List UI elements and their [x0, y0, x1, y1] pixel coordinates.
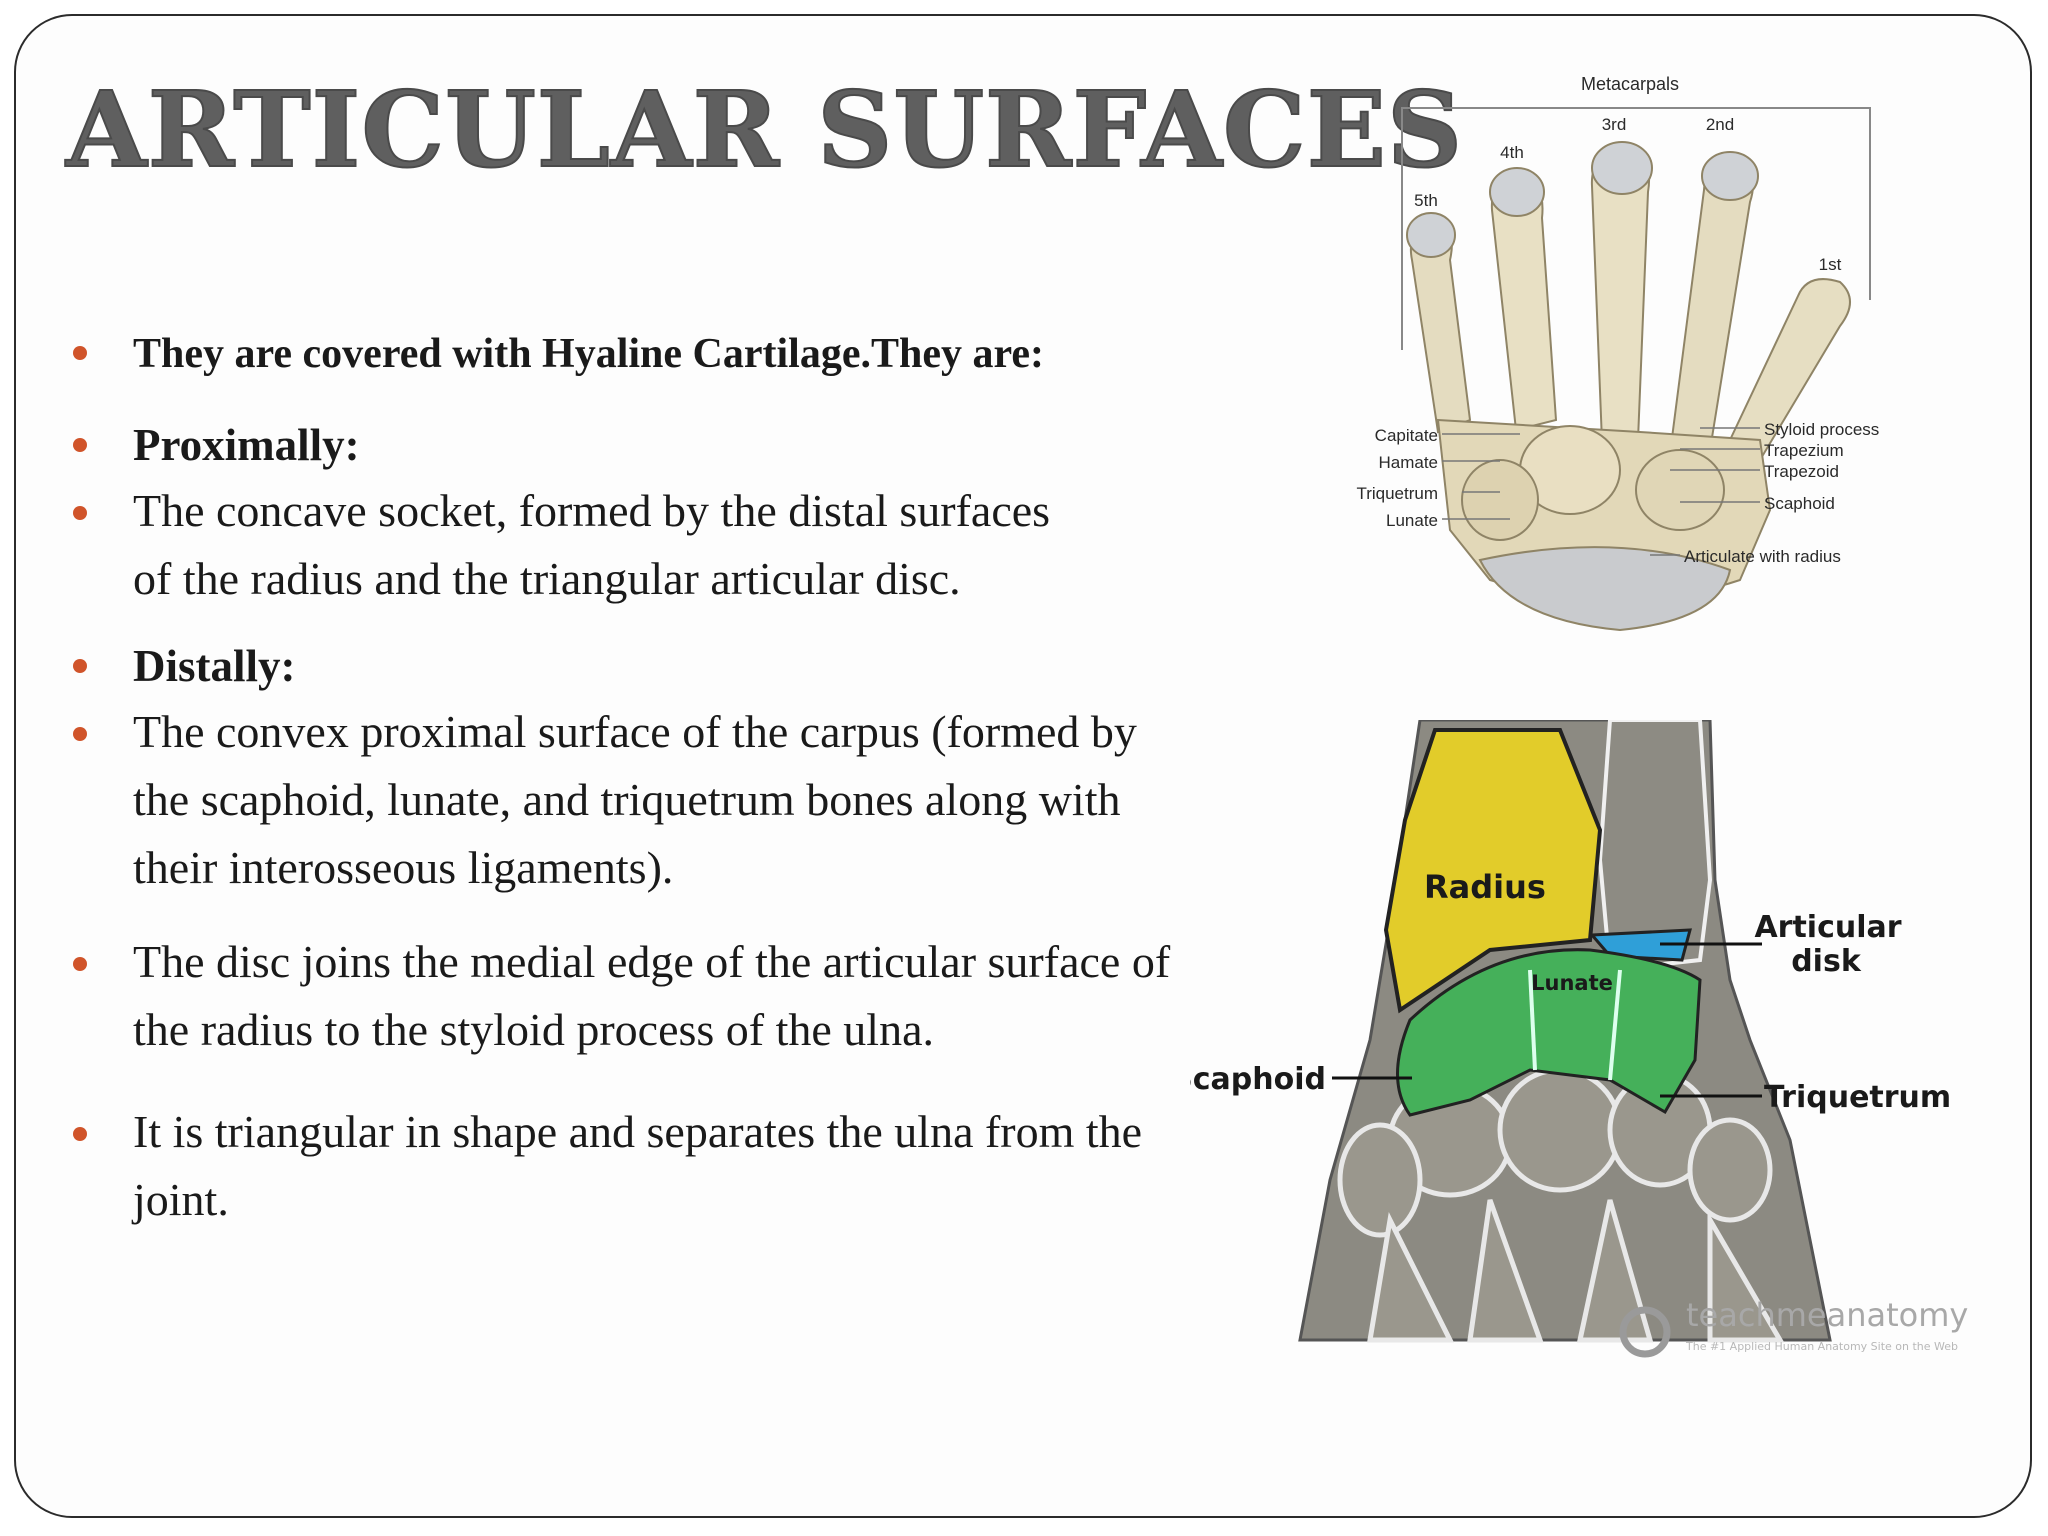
bullet-dot	[73, 1127, 87, 1141]
bullet-text: The disc joins the medial edge of the ar…	[133, 936, 1171, 1055]
copyright-icon	[1619, 1306, 1671, 1358]
bullet-dot	[73, 506, 87, 520]
bullet-dot	[73, 659, 87, 673]
metacarpals-label: Metacarpals	[1581, 74, 1679, 94]
label-trapezium: Trapezium	[1764, 441, 1844, 460]
bullet-dot	[73, 727, 87, 741]
watermark: teachmeanatomy The #1 Applied Human Anat…	[1619, 1296, 1968, 1358]
label-scaphoid-section: Scaphoid	[1190, 1062, 1326, 1097]
bullet-item: Distally:	[73, 638, 1136, 694]
finger-label-4th: 4th	[1500, 143, 1524, 162]
ulna-bone	[1597, 720, 1713, 973]
bullet-item: The disc joins the medial edge of the ar…	[73, 928, 1203, 1064]
label-triquetrum-section: Triquetrum	[1764, 1080, 1951, 1115]
finger-label-2nd: 2nd	[1706, 115, 1734, 134]
bullet-list: They are covered with Hyaline Cartilage.…	[73, 316, 1170, 1234]
label-scaphoid: Scaphoid	[1764, 494, 1835, 513]
bullet-dot	[73, 438, 87, 452]
finger-label-5th: 5th	[1414, 191, 1438, 210]
bullet-text: Distally:	[133, 641, 296, 691]
leader-lines	[1442, 427, 1760, 556]
bullet-dot	[73, 957, 87, 971]
label-hamate: Hamate	[1378, 453, 1438, 472]
bullet-item: The convex proximal surface of the carpu…	[73, 698, 1183, 902]
label-triquetrum: Triquetrum	[1356, 484, 1438, 503]
bullet-text: They are covered with Hyaline Cartilage.…	[133, 331, 1045, 377]
label-disk: disk	[1791, 944, 1862, 979]
metacarpal-bones	[1406, 141, 1851, 462]
label-radius: Radius	[1424, 868, 1546, 906]
label-trapezoid: Trapezoid	[1764, 462, 1839, 481]
bullet-text: Proximally:	[133, 420, 360, 470]
label-articular: Articular	[1754, 910, 1901, 945]
bullet-item: Proximally:	[73, 417, 1136, 473]
watermark-text: teachmeanatomy	[1686, 1296, 1968, 1334]
bullet-item: They are covered with Hyaline Cartilage.…	[73, 328, 1136, 380]
bullet-text: The convex proximal surface of the carpu…	[133, 706, 1137, 893]
proximal-carpal-row	[1396, 948, 1702, 1117]
label-capitate: Capitate	[1375, 426, 1438, 445]
bullet-item: The concave socket, formed by the distal…	[73, 477, 1093, 613]
bullet-text: The concave socket, formed by the distal…	[133, 485, 1051, 604]
label-styloid-process: Styloid process	[1764, 420, 1879, 439]
label-lunate-section: Lunate	[1531, 971, 1613, 995]
carpal-bones	[1436, 418, 1772, 632]
bullet-text: It is triangular in shape and separates …	[133, 1106, 1143, 1225]
slide-title: Articular Surfaces	[65, 68, 1464, 191]
radius-bone	[1383, 728, 1603, 1014]
hand-bones-figure: Metacarpals 5th 4th 3rd 2nd 1st Capitate…	[1356, 74, 1879, 632]
label-lunate: Lunate	[1386, 511, 1438, 530]
finger-label-3rd: 3rd	[1602, 115, 1627, 134]
finger-label-1st: 1st	[1819, 255, 1842, 274]
wrist-section-figure: Radius Lunate Articular disk Scaphoid Tr…	[1190, 720, 1968, 1358]
bullet-dot	[73, 346, 87, 360]
label-articulate-with-radius: Articulate with radius	[1684, 547, 1841, 566]
bullet-item: It is triangular in shape and separates …	[73, 1098, 1143, 1234]
watermark-tagline: The #1 Applied Human Anatomy Site on the…	[1685, 1340, 1958, 1353]
